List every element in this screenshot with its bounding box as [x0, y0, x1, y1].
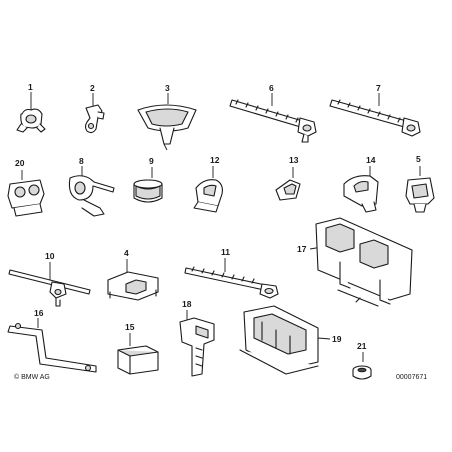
part-17-cable-channel-holder[interactable]	[309, 217, 413, 307]
part-14-bracket-clip[interactable]	[343, 166, 379, 213]
part-19-cable-tray[interactable]	[239, 305, 331, 375]
callout-4: 4	[124, 248, 129, 258]
part-3-grommet[interactable]	[137, 93, 197, 151]
part-20-double-clip[interactable]	[7, 170, 45, 217]
callout-11: 11	[221, 247, 230, 257]
part-21-grommet[interactable]	[352, 352, 372, 380]
callout-3: 3	[165, 83, 170, 93]
part-6-cable-strap[interactable]	[229, 93, 317, 143]
callout-21: 21	[357, 341, 367, 351]
callout-7: 7	[376, 83, 381, 93]
part-5-retainer-clip[interactable]	[405, 166, 435, 213]
part-12-edge-clip[interactable]	[193, 166, 223, 213]
callout-14: 14	[366, 155, 376, 165]
diagram-id: 00007671	[396, 374, 428, 381]
callout-19: 19	[332, 334, 342, 344]
part-8-cable-tie[interactable]	[68, 166, 115, 217]
part-11-cable-strap[interactable]	[184, 258, 279, 299]
callout-13: 13	[289, 155, 299, 165]
callout-5: 5	[416, 154, 421, 164]
callout-17: 17	[297, 244, 307, 254]
part-4-bracket[interactable]	[107, 259, 159, 301]
callout-12: 12	[210, 155, 220, 165]
callout-18: 18	[182, 299, 192, 309]
part-7-cable-strap[interactable]	[329, 93, 421, 137]
copyright-text: © BMW AG	[14, 374, 50, 381]
callout-2: 2	[90, 83, 95, 93]
callout-10: 10	[45, 251, 55, 261]
part-9-band-clip[interactable]	[133, 167, 163, 203]
part-18-vertical-clip[interactable]	[179, 310, 215, 377]
part-1-cable-clip[interactable]	[16, 92, 46, 133]
callout-15: 15	[125, 322, 135, 332]
part-15-box-connector[interactable]	[117, 333, 159, 375]
part-16-metal-bracket[interactable]	[7, 318, 97, 373]
callout-8: 8	[79, 156, 84, 166]
callout-6: 6	[269, 83, 274, 93]
callout-9: 9	[149, 156, 154, 166]
part-10-cable-tie-anchor[interactable]	[8, 262, 91, 307]
callout-1: 1	[28, 82, 33, 92]
part-2-hook-clip[interactable]	[84, 93, 105, 134]
part-13-small-clip[interactable]	[275, 167, 301, 201]
callout-20: 20	[15, 158, 25, 168]
callout-16: 16	[34, 308, 44, 318]
